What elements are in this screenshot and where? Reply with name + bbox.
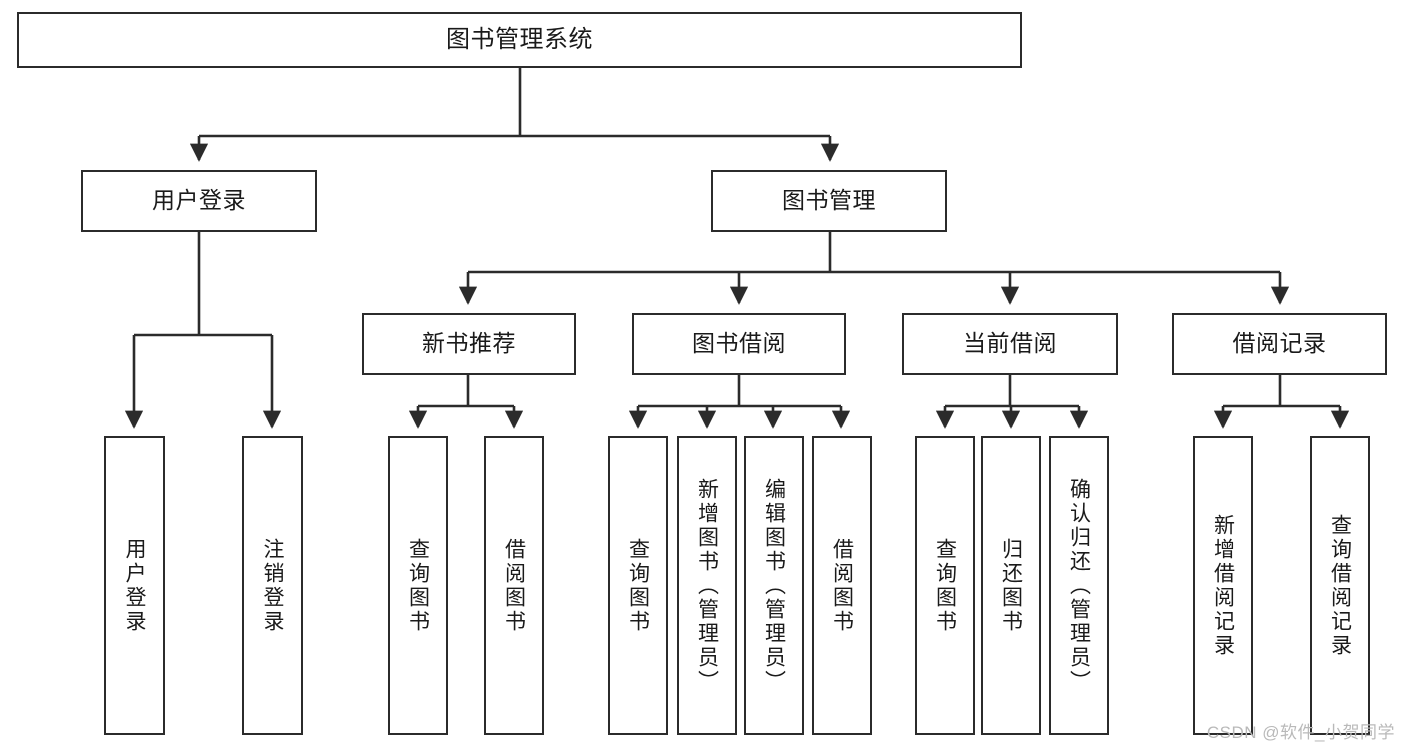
node-leaf-user-login-label: 用户登录 — [123, 537, 146, 634]
node-leaf-return-book-label: 归还图书 — [999, 537, 1023, 634]
node-leaf-add-record-label: 新增借阅记录 — [1211, 513, 1235, 658]
csdn-watermark: CSDN @软件_小贺同学 — [1206, 723, 1395, 742]
node-book-borrow-label: 图书借阅 — [692, 330, 786, 357]
node-leaf-query-book-2-label: 查询图书 — [626, 537, 650, 634]
node-leaf-add-book[interactable]: 新增图书（管理员） — [677, 436, 737, 735]
node-user-login-label: 用户登录 — [152, 187, 246, 214]
node-new-book-rec[interactable]: 新书推荐 — [362, 313, 576, 375]
node-leaf-borrow-book-1[interactable]: 借阅图书 — [484, 436, 544, 735]
node-leaf-query-book-3-label: 查询图书 — [933, 537, 957, 634]
node-root-label: 图书管理系统 — [446, 25, 593, 53]
node-book-manage-label: 图书管理 — [782, 187, 876, 214]
node-leaf-borrow-book-2[interactable]: 借阅图书 — [812, 436, 872, 735]
node-book-borrow[interactable]: 图书借阅 — [632, 313, 846, 375]
node-leaf-borrow-book-1-label: 借阅图书 — [502, 537, 526, 634]
node-leaf-confirm-return-label: 确认归还（管理员） — [1067, 477, 1091, 694]
node-new-book-rec-label: 新书推荐 — [422, 330, 516, 357]
node-leaf-add-record[interactable]: 新增借阅记录 — [1193, 436, 1253, 735]
node-leaf-query-record-label: 查询借阅记录 — [1328, 513, 1352, 658]
node-leaf-query-book-2[interactable]: 查询图书 — [608, 436, 668, 735]
node-current-borrow-label: 当前借阅 — [963, 330, 1057, 357]
node-user-login[interactable]: 用户登录 — [81, 170, 317, 232]
node-leaf-logout-login[interactable]: 注销登录 — [242, 436, 303, 735]
node-leaf-borrow-book-2-label: 借阅图书 — [830, 537, 854, 634]
node-current-borrow[interactable]: 当前借阅 — [902, 313, 1118, 375]
node-leaf-add-book-label: 新增图书（管理员） — [695, 477, 719, 694]
node-borrow-record[interactable]: 借阅记录 — [1172, 313, 1387, 375]
node-root[interactable]: 图书管理系统 — [17, 12, 1022, 68]
node-borrow-record-label: 借阅记录 — [1232, 330, 1327, 357]
node-leaf-query-book-3[interactable]: 查询图书 — [915, 436, 975, 735]
node-leaf-edit-book[interactable]: 编辑图书（管理员） — [744, 436, 804, 735]
node-leaf-confirm-return[interactable]: 确认归还（管理员） — [1049, 436, 1109, 735]
node-leaf-user-login[interactable]: 用户登录 — [104, 436, 165, 735]
node-leaf-query-record[interactable]: 查询借阅记录 — [1310, 436, 1370, 735]
node-book-manage[interactable]: 图书管理 — [711, 170, 947, 232]
node-leaf-query-book-1[interactable]: 查询图书 — [388, 436, 448, 735]
node-leaf-edit-book-label: 编辑图书（管理员） — [762, 477, 786, 694]
node-leaf-logout-login-label: 注销登录 — [261, 537, 284, 634]
node-leaf-return-book[interactable]: 归还图书 — [981, 436, 1041, 735]
node-leaf-query-book-1-label: 查询图书 — [406, 537, 430, 634]
